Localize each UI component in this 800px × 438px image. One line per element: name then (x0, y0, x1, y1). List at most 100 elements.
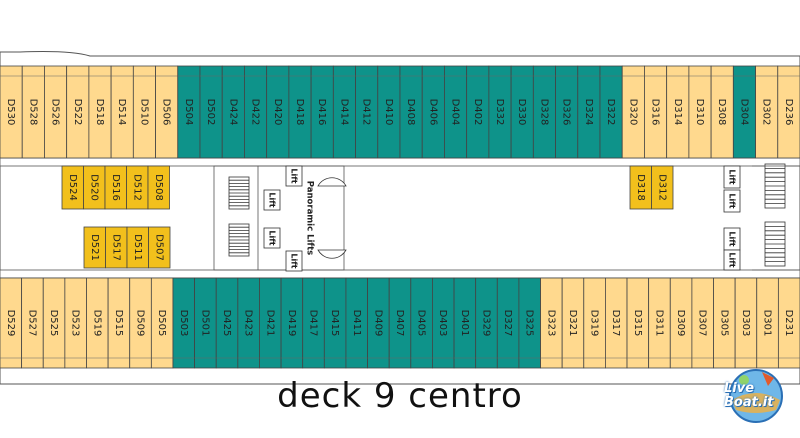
cabin-d423[interactable]: D423 (237, 277, 260, 369)
cabin-d409[interactable]: D409 (367, 277, 390, 369)
cabin-d315[interactable]: D315 (626, 277, 650, 369)
cabin-d514[interactable]: D514 (110, 65, 134, 159)
cabin-d316[interactable]: D316 (644, 65, 668, 159)
cabin-d508[interactable]: D508 (147, 165, 170, 210)
cabin-d530[interactable]: D530 (0, 65, 23, 159)
cabin-d304[interactable]: D304 (732, 65, 756, 159)
cabin-d422[interactable]: D422 (244, 65, 268, 159)
cabin-d519[interactable]: D519 (86, 277, 109, 369)
cabin-d406[interactable]: D406 (421, 65, 445, 159)
cabin-d307[interactable]: D307 (691, 277, 714, 369)
cabin-label: D308 (716, 99, 727, 126)
cabin-d327[interactable]: D327 (496, 277, 520, 369)
cabin-d528[interactable]: D528 (21, 65, 45, 159)
deck-title: deck 9 centro (277, 376, 523, 416)
cabin-d520[interactable]: D520 (83, 165, 106, 210)
cabin-d503[interactable]: D503 (172, 277, 195, 369)
cabin-label: D319 (589, 310, 600, 337)
cabin-d515[interactable]: D515 (107, 277, 131, 369)
cabin-d332[interactable]: D332 (488, 65, 512, 159)
cabin-d512[interactable]: D512 (126, 165, 149, 210)
cabin-d524[interactable]: D524 (61, 165, 84, 210)
cabin-d323[interactable]: D323 (540, 277, 563, 369)
cabin-d521[interactable]: D521 (83, 226, 106, 269)
cabin-d301[interactable]: D301 (756, 277, 779, 369)
lift: Lift (263, 227, 281, 249)
cabin-d324[interactable]: D324 (577, 65, 601, 159)
cabin-label: D501 (199, 310, 210, 337)
cabin-d330[interactable]: D330 (510, 65, 534, 159)
cabin-d421[interactable]: D421 (259, 277, 282, 369)
cabin-d328[interactable]: D328 (532, 65, 556, 159)
cabin-d322[interactable]: D322 (599, 65, 623, 159)
cabin-d414[interactable]: D414 (332, 65, 356, 159)
cabin-label: D414 (338, 99, 349, 126)
cabin-d418[interactable]: D418 (288, 65, 312, 159)
cabin-d502[interactable]: D502 (199, 65, 223, 159)
cabin-d325[interactable]: D325 (518, 277, 541, 369)
cabin-d303[interactable]: D303 (734, 277, 758, 369)
cabin-d412[interactable]: D412 (355, 65, 379, 159)
cabin-d402[interactable]: D402 (466, 65, 490, 159)
cabin-d510[interactable]: D510 (132, 65, 156, 159)
cabin-d526[interactable]: D526 (44, 65, 68, 159)
cabin-d525[interactable]: D525 (42, 277, 66, 369)
cabin-d308[interactable]: D308 (710, 65, 734, 159)
cabin-d516[interactable]: D516 (104, 165, 127, 210)
upper-corridor (0, 157, 800, 167)
cabin-d404[interactable]: D404 (444, 65, 468, 159)
cabin-d518[interactable]: D518 (88, 65, 112, 159)
cabin-d415[interactable]: D415 (323, 277, 347, 369)
cabin-d527[interactable]: D527 (21, 277, 44, 369)
cabin-d419[interactable]: D419 (280, 277, 304, 369)
cabin-d318[interactable]: D318 (629, 165, 652, 210)
cabin-d314[interactable]: D314 (666, 65, 690, 159)
cabin-d312[interactable]: D312 (651, 165, 674, 210)
cabin-label: D417 (308, 310, 319, 337)
cabin-d302[interactable]: D302 (755, 65, 779, 159)
cabin-d320[interactable]: D320 (621, 65, 645, 159)
cabin-d326[interactable]: D326 (555, 65, 579, 159)
cabin-d417[interactable]: D417 (302, 277, 325, 369)
cabin-d236[interactable]: D236 (777, 65, 800, 159)
cabin-d319[interactable]: D319 (583, 277, 606, 369)
cabin-d506[interactable]: D506 (155, 65, 179, 159)
cabin-d529[interactable]: D529 (0, 277, 23, 369)
cabin-d401[interactable]: D401 (453, 277, 477, 369)
cabin-d509[interactable]: D509 (129, 277, 152, 369)
cabin-d407[interactable]: D407 (388, 277, 412, 369)
cabin-d505[interactable]: D505 (150, 277, 174, 369)
cabin-d405[interactable]: D405 (410, 277, 433, 369)
cabin-d231[interactable]: D231 (777, 277, 800, 369)
panoramic-lifts: Panoramic Lifts (305, 177, 347, 259)
cabin-d310[interactable]: D310 (688, 65, 712, 159)
cabin-label: D418 (294, 99, 305, 126)
cabin-label: D324 (583, 99, 594, 126)
cabin-d317[interactable]: D317 (605, 277, 628, 369)
cabin-d321[interactable]: D321 (561, 277, 585, 369)
cabin-d309[interactable]: D309 (669, 277, 693, 369)
cabin-d501[interactable]: D501 (194, 277, 217, 369)
cabin-d329[interactable]: D329 (475, 277, 498, 369)
cabin-d507[interactable]: D507 (148, 226, 171, 269)
cabin-d504[interactable]: D504 (177, 65, 201, 159)
cabin-d411[interactable]: D411 (345, 277, 368, 369)
cabin-d522[interactable]: D522 (66, 65, 90, 159)
cabin-label: D528 (27, 99, 38, 126)
cabin-d517[interactable]: D517 (105, 226, 128, 269)
cabin-d311[interactable]: D311 (648, 277, 671, 369)
cabin-d408[interactable]: D408 (399, 65, 423, 159)
cabin-d523[interactable]: D523 (64, 277, 87, 369)
cabin-d425[interactable]: D425 (215, 277, 239, 369)
cabin-d420[interactable]: D420 (266, 65, 290, 159)
cabin-d403[interactable]: D403 (432, 277, 455, 369)
cabin-label: D407 (394, 310, 405, 337)
cabin-label: D305 (718, 310, 729, 337)
cabin-d511[interactable]: D511 (126, 226, 149, 269)
cabin-d410[interactable]: D410 (377, 65, 401, 159)
cabin-d416[interactable]: D416 (310, 65, 334, 159)
cabin-d305[interactable]: D305 (713, 277, 736, 369)
cabin-d424[interactable]: D424 (221, 65, 245, 159)
